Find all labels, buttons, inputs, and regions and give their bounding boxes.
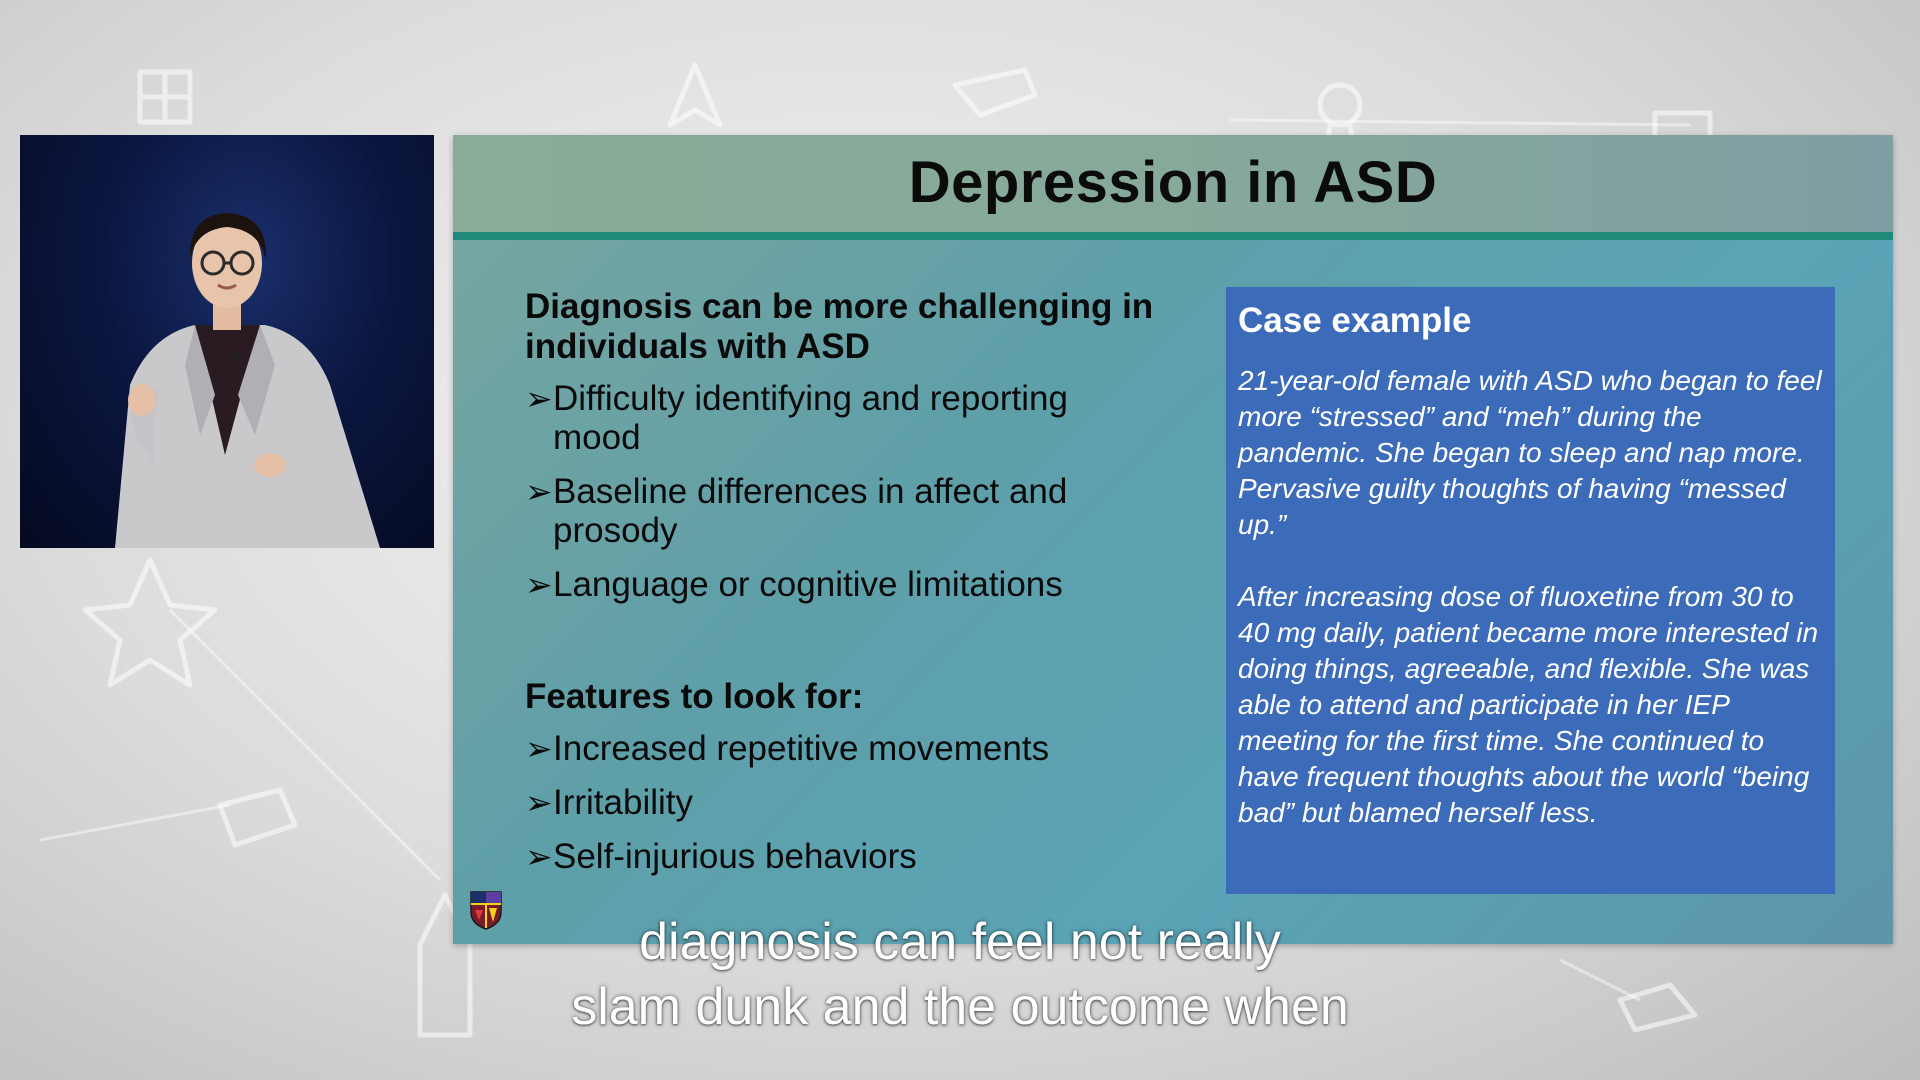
bullet-text: Irritability	[553, 783, 694, 822]
bullet-text: Language or cognitive limitations	[553, 565, 1063, 604]
slide-title: Depression in ASD	[908, 150, 1438, 215]
arrow-bullet-icon: ➢	[525, 730, 553, 767]
presentation-slide: Depression in ASD Diagnosis can be more …	[453, 135, 1893, 944]
closed-captions: diagnosis can feel not really slam dunk …	[460, 910, 1460, 1040]
bullet-item: ➢Increased repetitive movements	[525, 729, 1165, 768]
header-divider	[453, 232, 1893, 240]
bullet-text: Self-injurious behaviors	[553, 837, 917, 876]
diagnosis-bullet-list: ➢Difficulty identifying and reporting mo…	[525, 379, 1165, 604]
bullet-item: ➢Difficulty identifying and reporting mo…	[525, 379, 1165, 457]
slide-left-column: Diagnosis can be more challenging in ind…	[525, 287, 1165, 891]
bullet-item: ➢Self-injurious behaviors	[525, 837, 1165, 876]
arrow-bullet-icon: ➢	[525, 473, 553, 510]
caption-line: diagnosis can feel not really	[639, 913, 1281, 971]
diagnosis-heading: Diagnosis can be more challenging in ind…	[525, 287, 1154, 366]
bullet-text: Difficulty identifying and reporting moo…	[553, 379, 1068, 457]
bullet-item: ➢Irritability	[525, 783, 1165, 822]
bullet-text: Increased repetitive movements	[553, 729, 1050, 768]
arrow-bullet-icon: ➢	[525, 566, 553, 603]
bullet-item: ➢Baseline differences in affect and pros…	[525, 472, 1165, 550]
arrow-bullet-icon: ➢	[525, 838, 553, 875]
case-example-title: Case example	[1238, 301, 1472, 340]
slide-header	[453, 135, 1893, 232]
caption-line: slam dunk and the outcome when	[571, 978, 1349, 1036]
bullet-text: Baseline differences in affect and proso…	[553, 472, 1068, 550]
speaker-figure	[115, 213, 380, 548]
case-example-paragraph: 21-year-old female with ASD who began to…	[1238, 365, 1822, 540]
case-example-paragraph: After increasing dose of fluoxetine from…	[1238, 581, 1819, 828]
bullet-item: ➢Language or cognitive limitations	[525, 565, 1165, 604]
arrow-bullet-icon: ➢	[525, 380, 553, 417]
features-heading: Features to look for:	[525, 677, 864, 716]
features-bullet-list: ➢Increased repetitive movements ➢Irritab…	[525, 729, 1165, 876]
case-example-box: Case example 21-year-old female with ASD…	[1226, 287, 1835, 894]
speaker-video	[20, 135, 434, 548]
arrow-bullet-icon: ➢	[525, 784, 553, 821]
institution-shield-icon	[470, 891, 502, 930]
